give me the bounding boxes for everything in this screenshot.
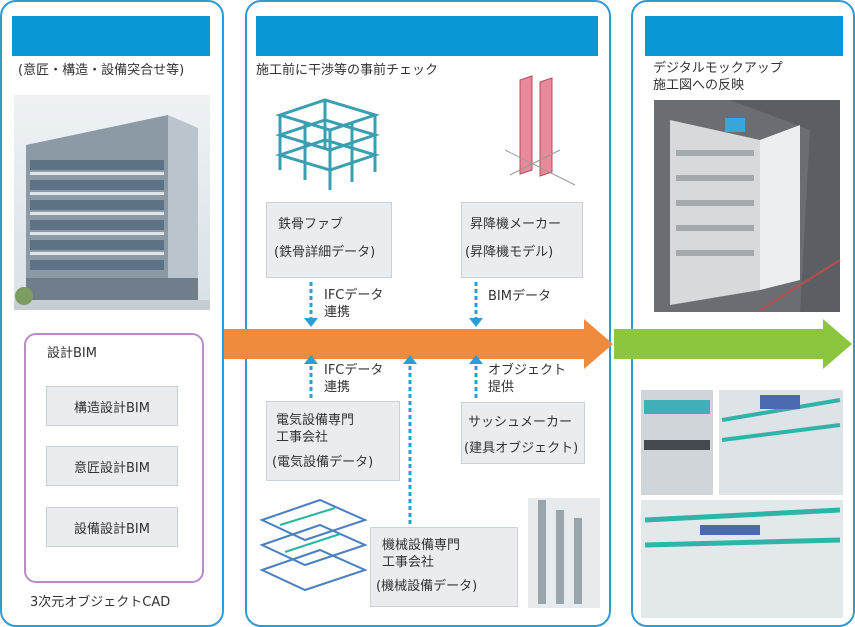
right-subtitle-2: 施工図への反映 bbox=[653, 78, 745, 93]
architectural-design-bim-label: 意匠設計BIM bbox=[74, 461, 150, 476]
architectural-design-bim-box: 意匠設計BIM bbox=[46, 446, 178, 486]
electrical-contractor-data-label: (電気設備データ) bbox=[272, 455, 374, 470]
electrical-contractor-box bbox=[266, 401, 400, 481]
mechanical-contractor-label-2: 工事会社 bbox=[382, 555, 435, 570]
steel-fabricator-label: 鉄骨ファブ bbox=[278, 217, 344, 232]
elevator-maker-label: 昇降機メーカー bbox=[470, 217, 562, 232]
electrical-contractor-label-1: 電気設備専門 bbox=[276, 413, 355, 428]
left-header-bar bbox=[12, 16, 210, 56]
mechanical-contractor-data-label: (機械設備データ) bbox=[376, 579, 478, 594]
structural-design-bim-label: 構造設計BIM bbox=[74, 401, 150, 416]
middle-header-bar bbox=[256, 16, 598, 56]
object-provide-label-1: オブジェクト bbox=[488, 363, 567, 378]
structural-design-bim-box: 構造設計BIM bbox=[46, 386, 178, 426]
ifc-data-bottom-label-2: 連携 bbox=[324, 380, 351, 395]
middle-subtitle: 施工前に干渉等の事前チェック bbox=[256, 63, 439, 78]
ifc-data-top-label-2: 連携 bbox=[324, 305, 351, 320]
green-flow-arrow bbox=[614, 319, 852, 369]
ifc-data-bottom-label-1: IFCデータ bbox=[324, 363, 384, 378]
steel-fabricator-data-label: (鉄骨詳細データ) bbox=[274, 245, 376, 260]
bim-data-label: BIMデータ bbox=[488, 289, 551, 304]
right-header-bar bbox=[645, 16, 843, 56]
right-subtitle-1: デジタルモックアップ bbox=[653, 61, 783, 76]
object-provide-label-2: 提供 bbox=[488, 380, 515, 395]
mep-design-bim-label: 設備設計BIM bbox=[74, 522, 150, 537]
left-footer-label: 3次元オブジェクトCAD bbox=[30, 595, 171, 610]
sash-maker-box bbox=[461, 402, 585, 464]
mep-design-bim-box: 設備設計BIM bbox=[46, 507, 178, 547]
left-subtitle: (意匠・構造・設備突合せ等) bbox=[18, 63, 185, 78]
design-bim-group bbox=[24, 333, 204, 583]
ifc-data-top-label-1: IFCデータ bbox=[324, 288, 384, 303]
electrical-contractor-label-2: 工事会社 bbox=[276, 430, 329, 445]
elevator-maker-box bbox=[461, 202, 583, 278]
sash-maker-label: サッシュメーカー bbox=[468, 415, 573, 430]
mechanical-contractor-label-1: 機械設備専門 bbox=[382, 538, 461, 553]
orange-flow-arrow bbox=[224, 319, 613, 369]
mechanical-contractor-box bbox=[370, 527, 518, 607]
design-bim-title: 設計BIM bbox=[47, 346, 97, 361]
steel-fabricator-box bbox=[266, 202, 392, 278]
elevator-maker-data-label: (昇降機モデル) bbox=[465, 245, 554, 260]
sash-maker-data-label: (建具オブジェクト) bbox=[464, 441, 579, 456]
